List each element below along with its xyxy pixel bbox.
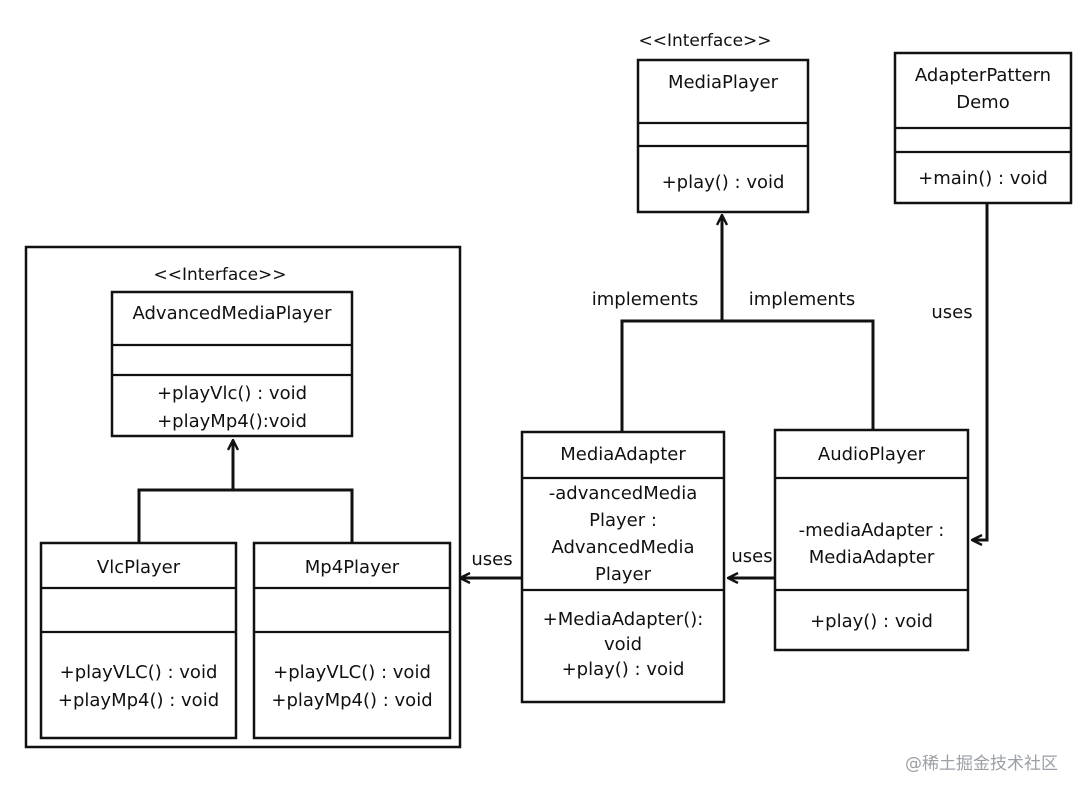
class-box-frame <box>773 428 970 652</box>
class-method: +playVLC() : void <box>273 662 431 683</box>
class-box-frame <box>636 58 810 214</box>
class-attribute: Player <box>595 564 652 585</box>
stereotype-advanced-media-player: <<Interface>> <box>153 265 286 285</box>
edge-label-uses-demo: uses <box>931 302 972 323</box>
class-attribute: AdvancedMedia <box>552 537 695 558</box>
class-name: VlcPlayer <box>97 557 181 578</box>
class-method: +playMp4() : void <box>271 690 432 711</box>
class-advanced-media-player[interactable]: AdvancedMediaPlayer +playVlc() : void +pla… <box>110 290 354 438</box>
class-box-frame <box>110 290 354 438</box>
class-media-player[interactable]: MediaPlayer +play() : void <box>636 58 810 214</box>
edge-label-implements-left: implements <box>592 289 699 310</box>
class-mp4-player[interactable]: Mp4Player +playVLC() : void +playMp4() : v… <box>252 541 452 740</box>
class-name: Demo <box>956 92 1009 113</box>
inherit-edge-mp4 <box>233 488 354 543</box>
class-method: +MediaAdapter(): <box>543 609 704 630</box>
class-name: AdapterPattern <box>915 65 1051 86</box>
class-attribute: MediaAdapter <box>809 547 935 568</box>
class-attribute: -mediaAdapter : <box>799 520 945 541</box>
class-name: AdvancedMediaPlayer <box>133 303 333 324</box>
class-vlc-player[interactable]: VlcPlayer +playVLC() : void +playMp4() : v… <box>39 541 238 740</box>
stereotype-media-player: <<Interface>> <box>638 31 771 51</box>
class-method: +play() : void <box>562 659 685 680</box>
class-method: +main() : void <box>918 168 1048 189</box>
class-attribute: -advancedMedia <box>549 483 698 504</box>
class-method: +playVlc() : void <box>157 383 307 404</box>
edge-label-uses-audio: uses <box>731 546 772 567</box>
uses-edge-demo-audio <box>972 203 989 540</box>
implements-edge-media-adapter <box>620 215 722 432</box>
class-name: AudioPlayer <box>818 444 926 465</box>
class-method: +play() : void <box>662 172 785 193</box>
edge-label-uses-adapter: uses <box>471 549 512 570</box>
inherit-edge-vlc <box>137 440 233 543</box>
class-box-frame <box>39 541 238 740</box>
class-method: void <box>604 634 642 655</box>
class-attribute: Player : <box>589 510 657 531</box>
edge-label-implements-right: implements <box>749 289 856 310</box>
class-name: MediaAdapter <box>560 444 686 465</box>
class-method: +playMp4():void <box>157 411 307 432</box>
package-frame <box>24 245 462 749</box>
connectors <box>137 203 989 578</box>
class-name: Mp4Player <box>305 557 400 578</box>
class-audio-player[interactable]: AudioPlayer -mediaAdapter : MediaAdapter +p… <box>773 428 970 652</box>
implements-edge-audio-player <box>722 319 875 430</box>
class-method: +playMp4() : void <box>58 690 219 711</box>
class-method: +playVLC() : void <box>60 662 218 683</box>
class-box-frame <box>252 541 452 740</box>
watermark: @稀土掘金技术社区 <box>905 754 1058 774</box>
class-name: MediaPlayer <box>668 72 779 93</box>
class-method: +play() : void <box>810 611 933 632</box>
